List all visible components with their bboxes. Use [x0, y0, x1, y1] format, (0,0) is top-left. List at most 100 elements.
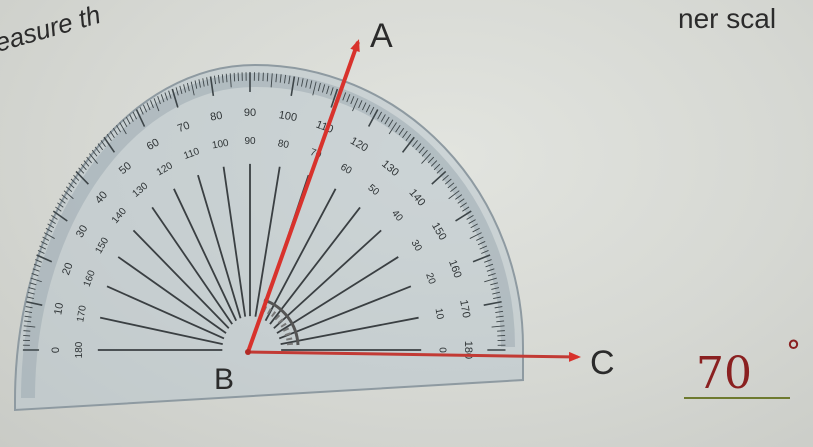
protractor-spoke [269, 206, 361, 325]
protractor-tick [388, 122, 397, 135]
protractor-tick [321, 84, 326, 93]
inner-scale-label: 80 [277, 138, 290, 151]
protractor-tick [457, 198, 465, 204]
inner-scale-label: 160 [82, 269, 98, 289]
protractor-tick [270, 73, 273, 88]
protractor-tick [59, 198, 66, 204]
protractor-tick [384, 116, 390, 125]
protractor-spoke [222, 166, 247, 317]
protractor-tick [369, 106, 375, 115]
protractor-tick [202, 78, 205, 87]
protractor-tick [51, 214, 58, 220]
protractor-tick [495, 310, 504, 313]
protractor-tick [377, 111, 382, 120]
protractor-tick [309, 80, 313, 89]
protractor-tick [80, 163, 87, 171]
inner-scale-label: 30 [409, 238, 424, 254]
protractor-tick [35, 259, 42, 263]
protractor-tick [217, 74, 220, 84]
inner-scale-label: 90 [244, 136, 256, 147]
protractor-spoke [254, 166, 281, 317]
protractor-tick [487, 273, 496, 277]
protractor-tick [45, 227, 53, 233]
protractor-tick [26, 300, 43, 306]
outer-scale-label: 160 [446, 258, 464, 279]
protractor-tick [405, 133, 412, 141]
protractor-tick [39, 245, 47, 250]
protractor-tick [496, 320, 505, 323]
protractor-tick [493, 296, 501, 300]
protractor-tick [492, 291, 501, 295]
protractor-tick [75, 170, 89, 185]
protractor-tick [206, 77, 209, 86]
protractor-tick [472, 254, 491, 263]
protractor-tick [401, 136, 415, 153]
protractor-tick [175, 87, 179, 96]
protractor-tick [484, 277, 497, 283]
protractor-spoke [197, 174, 242, 319]
protractor-tick [485, 263, 494, 268]
protractor-tick [100, 140, 106, 148]
protractor-tick [430, 160, 438, 167]
protractor-tick [164, 92, 168, 101]
protractor-tick [436, 167, 444, 174]
protractor-tick [150, 100, 154, 109]
protractor-tick [31, 273, 39, 277]
outer-scale-label: 10 [52, 302, 66, 316]
protractor-tick [23, 325, 36, 328]
protractor-tick [157, 96, 161, 105]
protractor-tick [198, 79, 201, 88]
protractor-tick [179, 85, 183, 94]
protractor-tick [447, 182, 455, 189]
protractor-tick [171, 88, 179, 108]
protractor-tick [365, 104, 371, 113]
protractor-spoke [278, 285, 412, 340]
protractor-tick [491, 325, 505, 328]
protractor-tick [55, 206, 62, 212]
protractor-tick [129, 114, 134, 122]
protractor-tick [24, 315, 32, 318]
protractor-tick [342, 92, 347, 101]
protractor-tick [444, 178, 452, 185]
ray-bc [247, 350, 581, 362]
answer-value: 70 [696, 348, 752, 399]
protractor-tick [479, 245, 488, 250]
protractor-tick [30, 277, 42, 283]
protractor-tick [415, 143, 422, 151]
label-a: A [370, 17, 393, 55]
protractor-tick [153, 98, 160, 112]
protractor-tick [490, 282, 499, 286]
protractor-tick [388, 119, 394, 127]
protractor-tick [448, 190, 460, 200]
protractor-tick [27, 291, 35, 295]
protractor-spoke [264, 188, 337, 322]
inner-scale-label: 20 [423, 272, 437, 287]
protractor-tick [290, 76, 296, 97]
protractor-tick [305, 79, 308, 88]
protractor-tick [116, 125, 121, 133]
protractor-tick [49, 219, 56, 224]
protractor-tick [284, 74, 287, 84]
protractor-tick [486, 268, 495, 272]
protractor-tick [326, 85, 330, 94]
protractor-tick [483, 300, 502, 306]
protractor-tick [23, 330, 31, 332]
protractor-tick [433, 163, 441, 171]
protractor-tick [73, 174, 80, 181]
protractor-tick [29, 282, 37, 286]
protractor-tick [421, 149, 428, 157]
protractor-tick [25, 306, 33, 309]
protractor-tick [160, 94, 165, 103]
protractor-spoke [132, 229, 230, 329]
protractor-tick [301, 78, 304, 87]
protractor-tick [109, 130, 115, 139]
protractor-tick [380, 114, 386, 122]
inner-scale-label: 10 [433, 307, 446, 320]
answer-degree: ° [786, 335, 801, 370]
protractor-tick [288, 75, 291, 85]
protractor-tick [57, 202, 64, 208]
protractor-spoke [280, 316, 419, 346]
protractor-spoke [106, 285, 225, 340]
protractor-tick [455, 194, 463, 200]
protractor-spokes [97, 163, 422, 351]
